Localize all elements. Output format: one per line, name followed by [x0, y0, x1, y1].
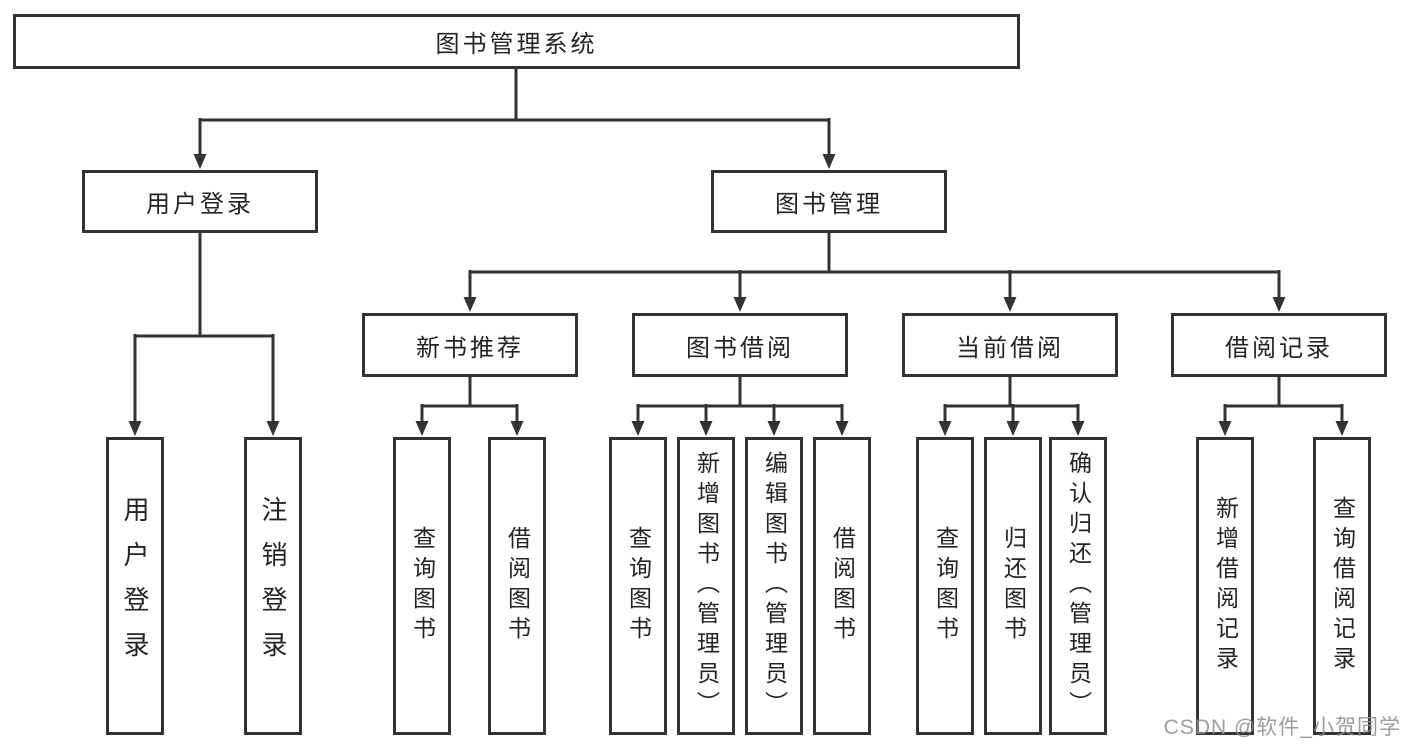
leaf-label: 新增图书（管理员） [693, 451, 720, 721]
leaf-borrow-borrow-books: 借阅图书 [813, 437, 871, 735]
node-user-login: 用户登录 [82, 170, 318, 233]
leaf-current-return-books: 归还图书 [984, 437, 1042, 735]
node-label: 新书推荐 [416, 334, 524, 362]
leaf-borrow-edit-books-admin: 编辑图书（管理员） [745, 437, 803, 735]
node-label: 用户登录 [146, 191, 254, 218]
csdn-watermark: CSDN @软件_小贺同学 [1163, 716, 1401, 739]
leaf-current-query-books: 查询图书 [916, 437, 974, 735]
leaf-label: 查询借阅记录 [1329, 496, 1356, 676]
node-book-borrowing: 图书借阅 [632, 313, 848, 377]
node-label: 当前借阅 [956, 334, 1064, 362]
node-label: 借阅记录 [1225, 334, 1333, 362]
leaf-label: 借阅图书 [829, 526, 856, 646]
leaf-user-login: 用户登录 [106, 437, 164, 735]
leaf-borrow-add-books-admin: 新增图书（管理员） [677, 437, 735, 735]
leaf-label: 用户登录 [120, 496, 150, 676]
arrowheads [128, 154, 1349, 436]
leaf-label: 新增借阅记录 [1212, 496, 1239, 676]
leaf-borrow-query-books: 查询图书 [609, 437, 667, 735]
node-label: 图书管理 [775, 191, 883, 218]
node-library-management-system: 图书管理系统 [13, 14, 1020, 69]
node-new-book-recommendation: 新书推荐 [362, 313, 578, 377]
node-label: 图书借阅 [686, 334, 794, 362]
leaf-label: 查询图书 [625, 526, 652, 646]
leaf-logout: 注销登录 [244, 437, 302, 735]
leaf-label: 查询图书 [932, 526, 959, 646]
leaf-label: 编辑图书（管理员） [761, 451, 788, 721]
node-borrowing-records: 借阅记录 [1171, 313, 1387, 377]
leaf-label: 注销登录 [258, 496, 288, 676]
node-label: 图书管理系统 [435, 31, 598, 58]
leaf-records-query-record: 查询借阅记录 [1313, 437, 1371, 735]
leaf-label: 确认归还（管理员） [1065, 451, 1092, 721]
leaf-current-confirm-return-admin: 确认归还（管理员） [1049, 437, 1107, 735]
leaf-label: 查询图书 [409, 526, 436, 646]
leaf-label: 借阅图书 [504, 526, 531, 646]
node-current-borrowing: 当前借阅 [902, 313, 1118, 377]
leaf-recommend-query-books: 查询图书 [393, 437, 451, 735]
leaf-records-add-record: 新增借阅记录 [1196, 437, 1254, 735]
node-book-management: 图书管理 [711, 170, 947, 233]
leaf-label: 归还图书 [1000, 526, 1027, 646]
leaf-recommend-borrow-books: 借阅图书 [488, 437, 546, 735]
